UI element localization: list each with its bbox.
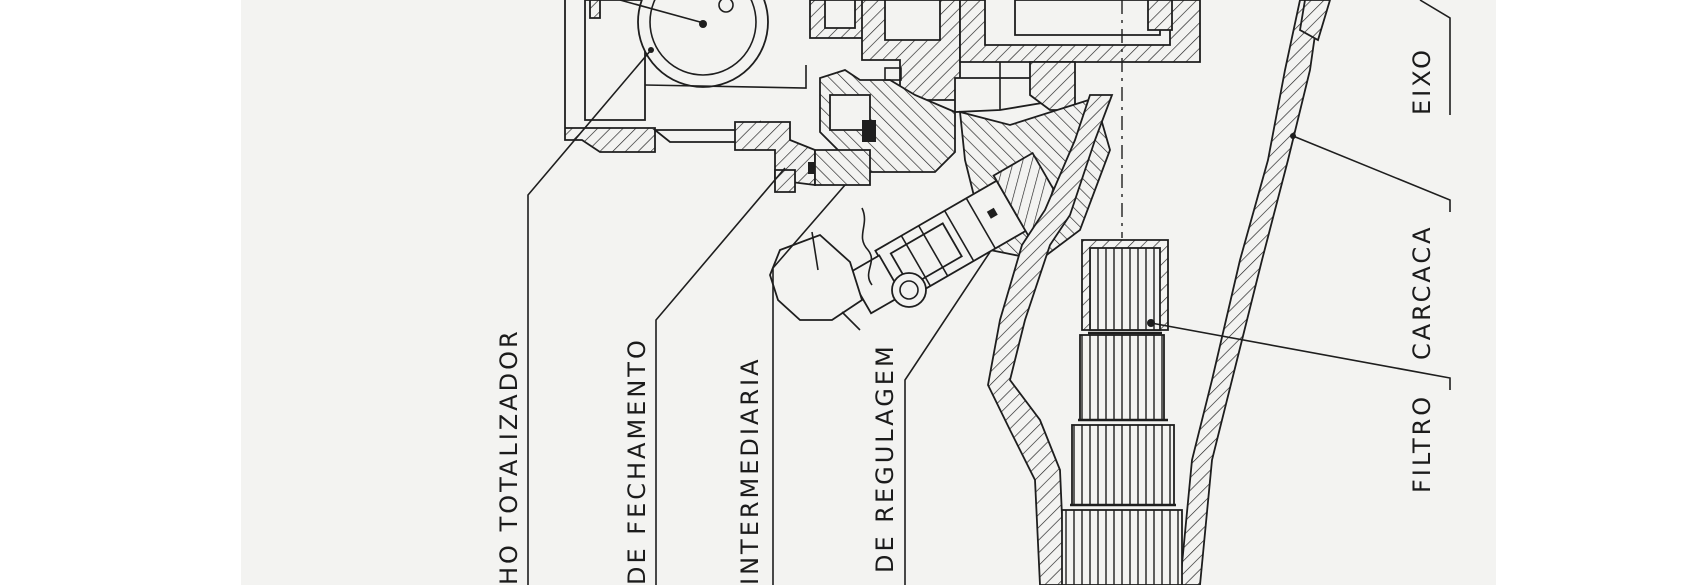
label-fechamento: DE FECHAMENTO bbox=[623, 337, 651, 585]
label-eixo: EIXO bbox=[1408, 47, 1436, 115]
leader-lines bbox=[527, 0, 1451, 585]
label-filtro: FILTRO bbox=[1408, 394, 1436, 493]
valve-block bbox=[734, 0, 1201, 193]
counter-housing bbox=[564, 0, 807, 153]
label-totalizador: HO TOTALIZADOR bbox=[495, 328, 523, 585]
label-intermediaria: INTERMEDIARIA bbox=[736, 356, 764, 585]
splined-shaft bbox=[1061, 239, 1183, 585]
adjustment-assembly bbox=[769, 96, 1111, 331]
label-regulagem: DE REGULAGEM bbox=[871, 343, 899, 573]
label-carcaca: CARCACA bbox=[1408, 224, 1436, 360]
outer-casing bbox=[987, 0, 1331, 585]
